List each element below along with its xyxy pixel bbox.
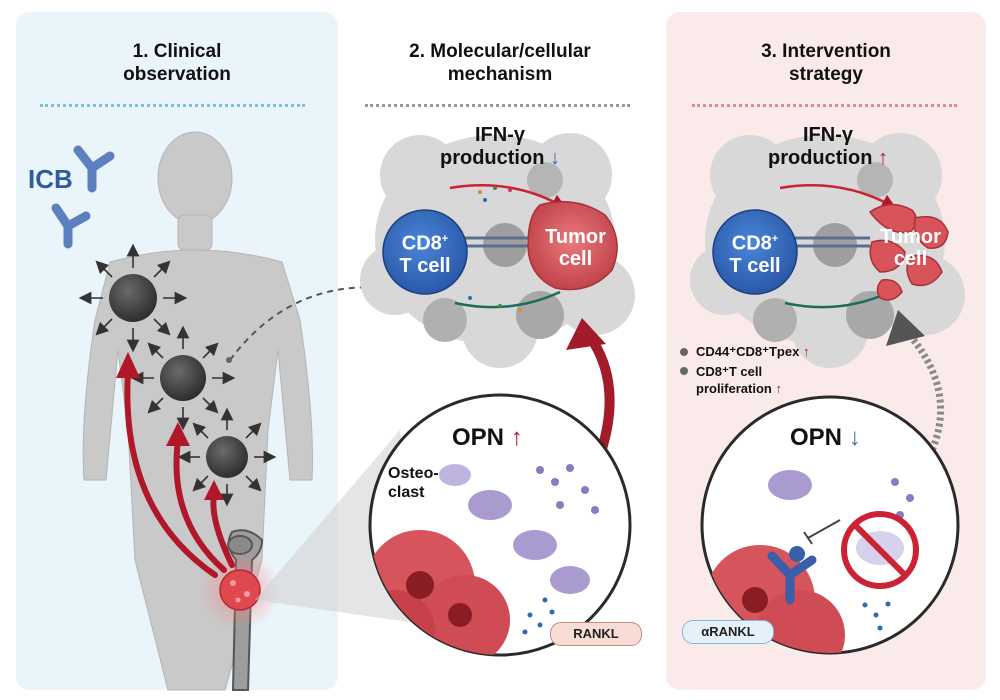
arankl-badge: αRANKL [682,620,774,644]
cytokine-dots-2 [468,186,522,312]
ifn-label-3: IFN-γ production ↑ [768,124,888,170]
tpex-up-arrow: ↑ [802,344,810,359]
osteoclast-line1: Osteo- [388,465,439,482]
opn-label-3: OPN ↓ [790,424,861,452]
cd8-label-2: CD8+ T cell [383,228,467,277]
tumor-label-2: Tumor cell [533,226,618,270]
cd8-text-2: CD8 [401,232,442,255]
cd8-t-cell-2 [382,209,468,295]
cd8-t-cell-3 [712,209,798,295]
metastasis-1 [78,243,188,353]
cd8-sup-2: + [441,233,449,245]
metastasis-3 [177,407,277,507]
antibody-icon [51,145,115,249]
spread-arrowheads [116,352,224,500]
cd8-label-3: CD8+ T cell [713,228,797,277]
panel-1-title-line2: observation [123,64,231,85]
tumor-label-3: Tumor cell [868,226,953,270]
osteoclast-line2: clast [388,484,425,501]
icb-label: ICB [28,164,73,194]
tme-cluster-2 [360,133,635,368]
t-cell-text-2: T cell [399,254,451,277]
proliferation-line1: CD8⁺T cell [696,364,763,379]
bone-microenvironment-circle-2 [368,393,632,657]
bullet-dot-2 [680,367,688,375]
rankl-badge: RANKL [550,622,642,646]
bullet-dot-1 [680,348,688,356]
tcr-synapse-2 [462,236,530,248]
tumor-cell-2 [527,200,618,291]
panel-1-title: 1. Clinical observation [16,40,338,86]
cell-text-3: cell [893,248,928,270]
ifn-label-2: IFN-γ production ↓ [440,124,560,170]
panel-2-title-line1: 2. Molecular/cellular [409,41,591,62]
panel-1-separator [40,104,305,107]
ifn-text-3: IFN-γ [803,124,853,146]
tcr-synapse-3 [792,236,870,248]
panel-2-separator [365,104,630,107]
tpex-text: CD44⁺CD8⁺Tpex [696,344,800,359]
ifn-flow-arrow-2 [449,184,567,209]
production-text-3: production [768,147,873,169]
proliferation-line2: proliferation [696,381,772,396]
cell-text-2: cell [558,248,593,270]
tumor-text-2: Tumor [545,226,606,248]
tumor-text-3: Tumor [880,226,941,248]
panel-3-title-line1: 3. Intervention [761,41,891,62]
opn-label-2: OPN ↑ [452,424,523,452]
tumor-cell-dying-3 [868,203,949,301]
bullet-proliferation: CD8⁺T cell proliferation ↑ [696,363,782,397]
proliferation-up-arrow: ↑ [775,381,782,396]
cd8-text-3: CD8 [731,232,772,255]
metastasis-2 [130,325,236,431]
ifn-text-2: IFN-γ [475,124,525,146]
cd8-sup-3: + [771,233,779,245]
panel-3-title: 3. Intervention strategy [666,40,986,86]
production-text-2: production [440,147,545,169]
panel-3-title-line2: strategy [789,64,863,85]
signal-arrow-2 [454,290,561,309]
t-cell-text-3: T cell [729,254,781,277]
opn-text-2: OPN [452,424,505,451]
opn-text-3: OPN [790,424,843,451]
ifn-up-arrow: ↑ [878,147,888,169]
panel-1-title-line1: 1. Clinical [132,41,222,62]
osteoclast-label: Osteo- clast [388,464,439,502]
ifn-down-arrow: ↓ [550,147,560,169]
opn-up-arrow: ↑ [510,424,523,451]
opn-down-arrow: ↓ [848,424,861,451]
bullet-tpex: CD44⁺CD8⁺Tpex ↑ [696,344,809,360]
panel-2-title-line2: mechanism [447,64,553,85]
human-silhouette [82,131,313,691]
panel-2-title: 2. Molecular/cellular mechanism [340,40,660,86]
panel-3-separator [692,104,957,107]
ifn-flow-arrow-3 [779,184,897,209]
